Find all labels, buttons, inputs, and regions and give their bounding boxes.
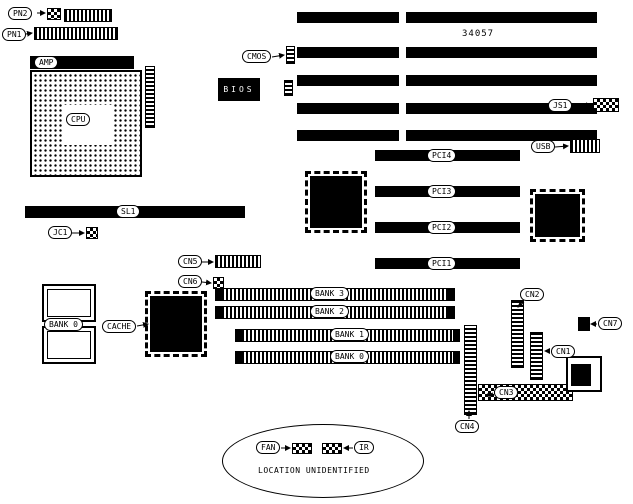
cn5-label: CN5 — [178, 255, 203, 268]
bank1-label: BANK 1 — [330, 328, 369, 341]
cn3-header-row — [478, 384, 573, 401]
cn4-connector — [464, 325, 477, 415]
js1-jumper-block — [593, 98, 619, 112]
isa-slot-5-segment-a — [297, 130, 399, 141]
cache-socket-2 — [42, 326, 96, 364]
cn1-connector — [530, 332, 543, 380]
cn4-label: CN4 — [455, 420, 480, 433]
pn2-connector — [47, 8, 61, 20]
cn3-label: CN3 — [494, 386, 519, 399]
pn1-connector — [34, 27, 118, 40]
pn2-label: PN2 — [8, 7, 33, 20]
fan-label: FAN — [256, 441, 281, 454]
js1-label: JS1 — [548, 99, 573, 112]
isa-slot-5-segment-b — [406, 130, 597, 141]
sl1-label: SL1 — [116, 205, 141, 218]
amp-label: AMP — [34, 56, 59, 69]
cpu-side-connector — [145, 66, 155, 128]
keyboard-connector-inner — [571, 364, 591, 386]
cn2-connector — [511, 300, 524, 368]
cn5-header — [215, 255, 261, 268]
cmos-jumper — [286, 46, 295, 64]
ir-label: IR — [354, 441, 374, 454]
bios-chip-label: BIOS — [223, 85, 255, 94]
bios-chip: BIOS — [218, 78, 260, 101]
top-power-connector — [64, 9, 112, 22]
cmos-label: CMOS — [242, 50, 272, 63]
unidentified-location-oval — [222, 424, 424, 498]
ir-header — [322, 443, 342, 454]
cache-bank0-label: BANK 0 — [44, 318, 83, 331]
jc1-label: JC1 — [48, 226, 73, 239]
pci2-label: PCI2 — [427, 221, 457, 234]
cache-chip — [145, 291, 207, 357]
bank3-label: BANK 3 — [310, 287, 349, 300]
pci1-label: PCI1 — [427, 257, 457, 270]
isa-slot-2-segment-a — [297, 47, 399, 58]
bank0-simm-label: BANK 0 — [330, 350, 369, 363]
isa-slot-2-segment-b — [406, 47, 597, 58]
cn1-label: CN1 — [551, 345, 576, 358]
pci4-label: PCI4 — [427, 149, 457, 162]
keyboard-connector — [566, 356, 602, 392]
pci3-label: PCI3 — [427, 185, 457, 198]
isa-slot-4-segment-b — [406, 103, 597, 114]
isa-slot-3-segment-a — [297, 75, 399, 86]
cn6-label: CN6 — [178, 275, 203, 288]
cn2-label: CN2 — [520, 288, 545, 301]
cache-socket-1 — [42, 284, 96, 322]
chipset-chip-1 — [305, 171, 367, 233]
isa-slot-4-segment-a — [297, 103, 399, 114]
cpu-label: CPU — [66, 113, 91, 126]
isa-slot-1-segment-b — [406, 12, 597, 23]
chipset-chip-2 — [530, 189, 585, 242]
cn7-connector — [578, 317, 590, 331]
bank2-label: BANK 2 — [310, 305, 349, 318]
jc1-jumper — [86, 227, 98, 239]
location-note: LOCATION UNIDENTIFIED — [258, 466, 370, 475]
usb-header — [570, 139, 600, 153]
bios-side-jumper — [284, 80, 293, 96]
cn7-label: CN7 — [598, 317, 623, 330]
pn1-label: PN1 — [2, 28, 27, 41]
isa-slot-1-segment-a — [297, 12, 399, 23]
isa-slot-3-segment-b — [406, 75, 597, 86]
usb-label: USB — [531, 140, 556, 153]
part-number: 34057 — [462, 29, 495, 39]
fan-header — [292, 443, 312, 454]
cache-label: CACHE — [102, 320, 137, 333]
cpu-socket — [30, 70, 142, 177]
